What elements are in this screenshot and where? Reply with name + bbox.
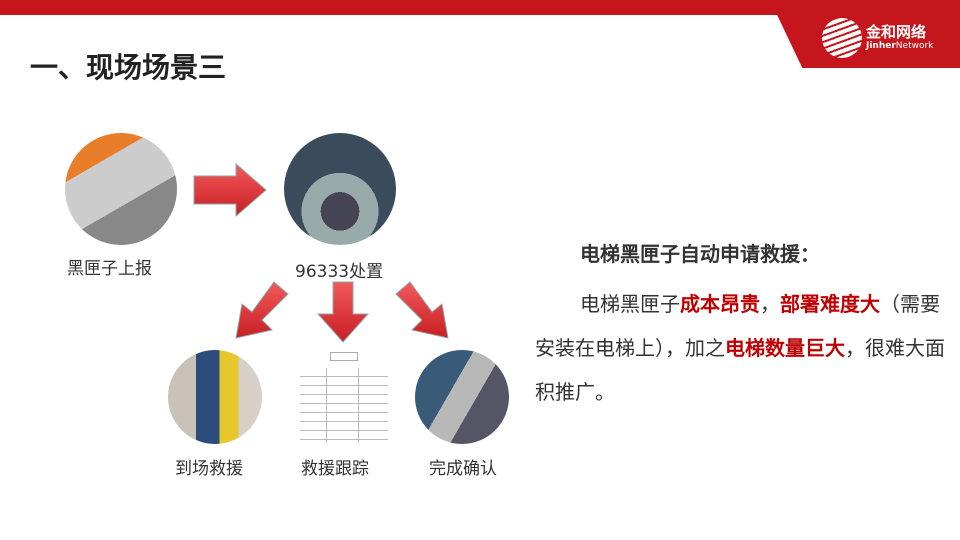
arrow-down-left-icon: [235, 281, 289, 339]
arrow-right-icon: [193, 162, 267, 218]
page-title: 一、现场场景三: [30, 51, 227, 84]
step-confirm-label: 完成确认: [429, 459, 497, 479]
highlight-quantity: 电梯数量巨大: [725, 336, 845, 360]
tracking-table-image: [300, 352, 388, 444]
logo-en: Network: [895, 41, 934, 51]
black-box-image: [65, 133, 177, 245]
description-paragraph: 电梯黑匣子成本昂贵，部署难度大（需要安装在电梯上），加之电梯数量巨大，很难大面积…: [535, 282, 947, 414]
header-tab: [770, 0, 960, 68]
highlight-deploy: 部署难度大: [780, 292, 880, 316]
call-center-image: [284, 133, 396, 245]
confirm-image: [415, 350, 509, 444]
text: （需要安装在电梯上），加之: [535, 292, 940, 360]
step-black-box-label: 黑匣子上报: [67, 259, 152, 279]
logo-en-bold: Jinher: [866, 41, 896, 51]
description-heading: 电梯黑匣子自动申请救援：: [580, 242, 820, 266]
text: ，: [760, 292, 780, 316]
top-bar: [0, 0, 960, 15]
step-96333-label: 96333处置: [295, 262, 384, 282]
arrow-down-right-icon: [395, 281, 449, 339]
rescue-image: [168, 350, 262, 444]
logo: 金和网络 JinherNetwork: [822, 18, 933, 58]
logo-icon: [822, 18, 862, 58]
text: ，很难大面积推广。: [535, 336, 945, 404]
highlight-cost: 成本昂贵: [680, 292, 760, 316]
arrow-down-icon: [316, 281, 370, 343]
step-tracking-label: 救援跟踪: [301, 459, 369, 479]
step-rescue-label: 到场救援: [175, 459, 243, 479]
text: 电梯黑匣子: [580, 292, 680, 316]
logo-cn: 金和网络: [866, 23, 927, 41]
